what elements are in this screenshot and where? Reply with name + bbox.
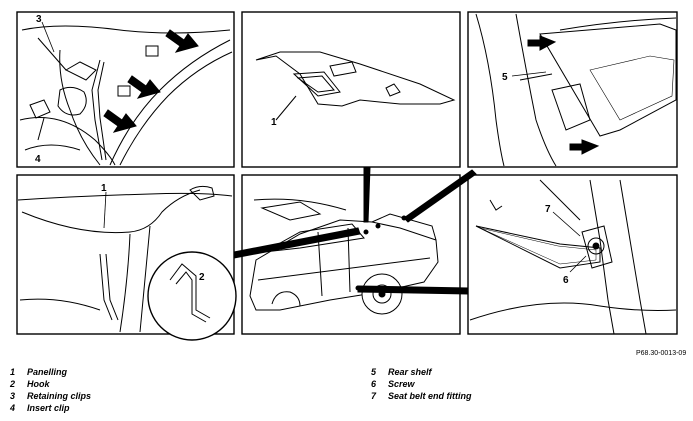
panel-panelling-hook	[16, 174, 237, 341]
callout-1-bottom: 1	[101, 183, 107, 194]
panel-seat-belt-fitting	[467, 174, 678, 335]
panel-retaining-clips	[16, 11, 235, 168]
panel-panelling-part	[241, 11, 461, 168]
figure-reference-code: P68.30-0013-09	[636, 350, 687, 357]
panel-rear-shelf	[467, 11, 678, 168]
connector-lines	[233, 166, 477, 295]
panel-vehicle-overview	[241, 174, 461, 335]
callout-2: 2	[199, 272, 205, 283]
callout-3: 3	[36, 14, 42, 25]
callout-5: 5	[502, 72, 508, 83]
callout-4: 4	[35, 154, 41, 165]
callout-6: 6	[563, 275, 569, 286]
callout-1-top: 1	[271, 117, 277, 128]
callout-7: 7	[545, 204, 551, 215]
